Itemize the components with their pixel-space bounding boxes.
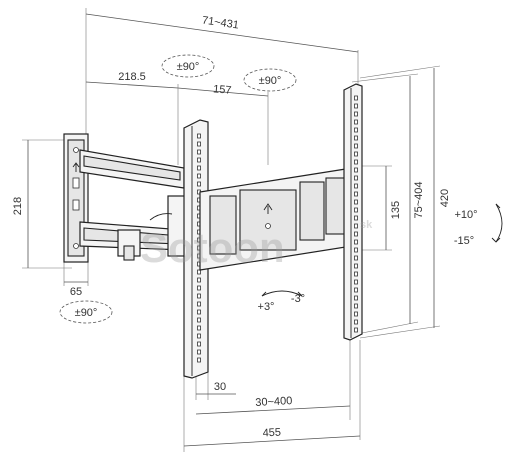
rail-hole [197,277,201,283]
rail-hole [197,149,201,155]
rail-hole [197,357,201,363]
rail-hole [197,301,201,307]
rail-hole [354,183,358,189]
rail-hole [354,127,358,133]
rail-hole [354,263,358,269]
rail-hole [354,215,358,221]
rail-hole [354,95,358,101]
rail-hole [354,135,358,141]
rail-hole [197,269,201,275]
right-rail [343,83,363,341]
label-swivel-wall: ±90° [75,307,98,319]
dim-overall-depth: 71~431 [201,15,239,32]
dim-wall-plate-height: 218 [12,197,24,215]
label-level-minus: -3° [291,293,305,305]
dim-vesa-width: 30~400 [255,395,293,409]
rail-hole [354,159,358,165]
rail-hole [354,279,358,285]
rail-hole [197,165,201,171]
rail-hole [197,309,201,315]
label-level-plus: +3° [258,301,275,313]
swivel-top-left-ellipse [161,54,215,78]
watermark-suffix: sk [360,219,373,231]
rail-hole [197,181,201,187]
rail-hole [197,349,201,355]
rail-hole [197,157,201,163]
rail-hole [197,141,201,147]
rail-hole [354,151,358,157]
rail-hole [354,287,358,293]
dim-bracket-width: 455 [262,427,281,440]
rail-hole [354,271,358,277]
dim-vesa-height: 75~404 [413,181,425,218]
rail-hole [354,199,358,205]
rail-hole [354,143,358,149]
watermark-logo: Sotoon [140,224,285,271]
rail-hole [197,333,201,339]
dim-arm-depth: 218.5 [118,71,146,83]
label-tilt-down: -15° [454,235,474,247]
left-rail [183,119,209,379]
rail-hole [354,111,358,117]
dim-wall-plate-width: 65 [70,286,82,298]
rail-hole [354,255,358,261]
dim-min-spacing: 30 [214,381,226,393]
rail-hole [354,303,358,309]
dim-bracket-height: 420 [439,189,451,207]
rail-hole [354,175,358,181]
rail-hole [354,327,358,333]
rail-hole [354,295,358,301]
rail-hole [354,103,358,109]
rail-hole [354,311,358,317]
rail-hole [197,285,201,291]
swing-arms [79,149,189,261]
dim-hole-pitch: 135 [390,201,402,219]
rail-hole [197,317,201,323]
rail-hole [197,293,201,299]
rail-hole [197,173,201,179]
rail-hole [354,191,358,197]
dim-arm-offset: 157 [213,83,232,97]
rail-hole [354,223,358,229]
rail-hole [354,167,358,173]
swivel-top-right-ellipse [243,68,297,92]
swivel-wall-ellipse [59,300,113,324]
cross-brace [199,167,353,271]
rail-hole [354,319,358,325]
rail-hole [354,207,358,213]
rail-hole [197,341,201,347]
rail-hole [354,239,358,245]
rail-hole [354,119,358,125]
label-swivel-top-right: ±90° [259,75,282,87]
label-swivel-top-left: ±90° [177,61,200,73]
rotation-arrows [261,203,503,297]
rail-hole [197,325,201,331]
label-tilt-up: +10° [454,209,477,221]
dimension-lines [22,8,441,452]
rail-hole [354,231,358,237]
rail-hole [197,133,201,139]
rail-hole [354,247,358,253]
